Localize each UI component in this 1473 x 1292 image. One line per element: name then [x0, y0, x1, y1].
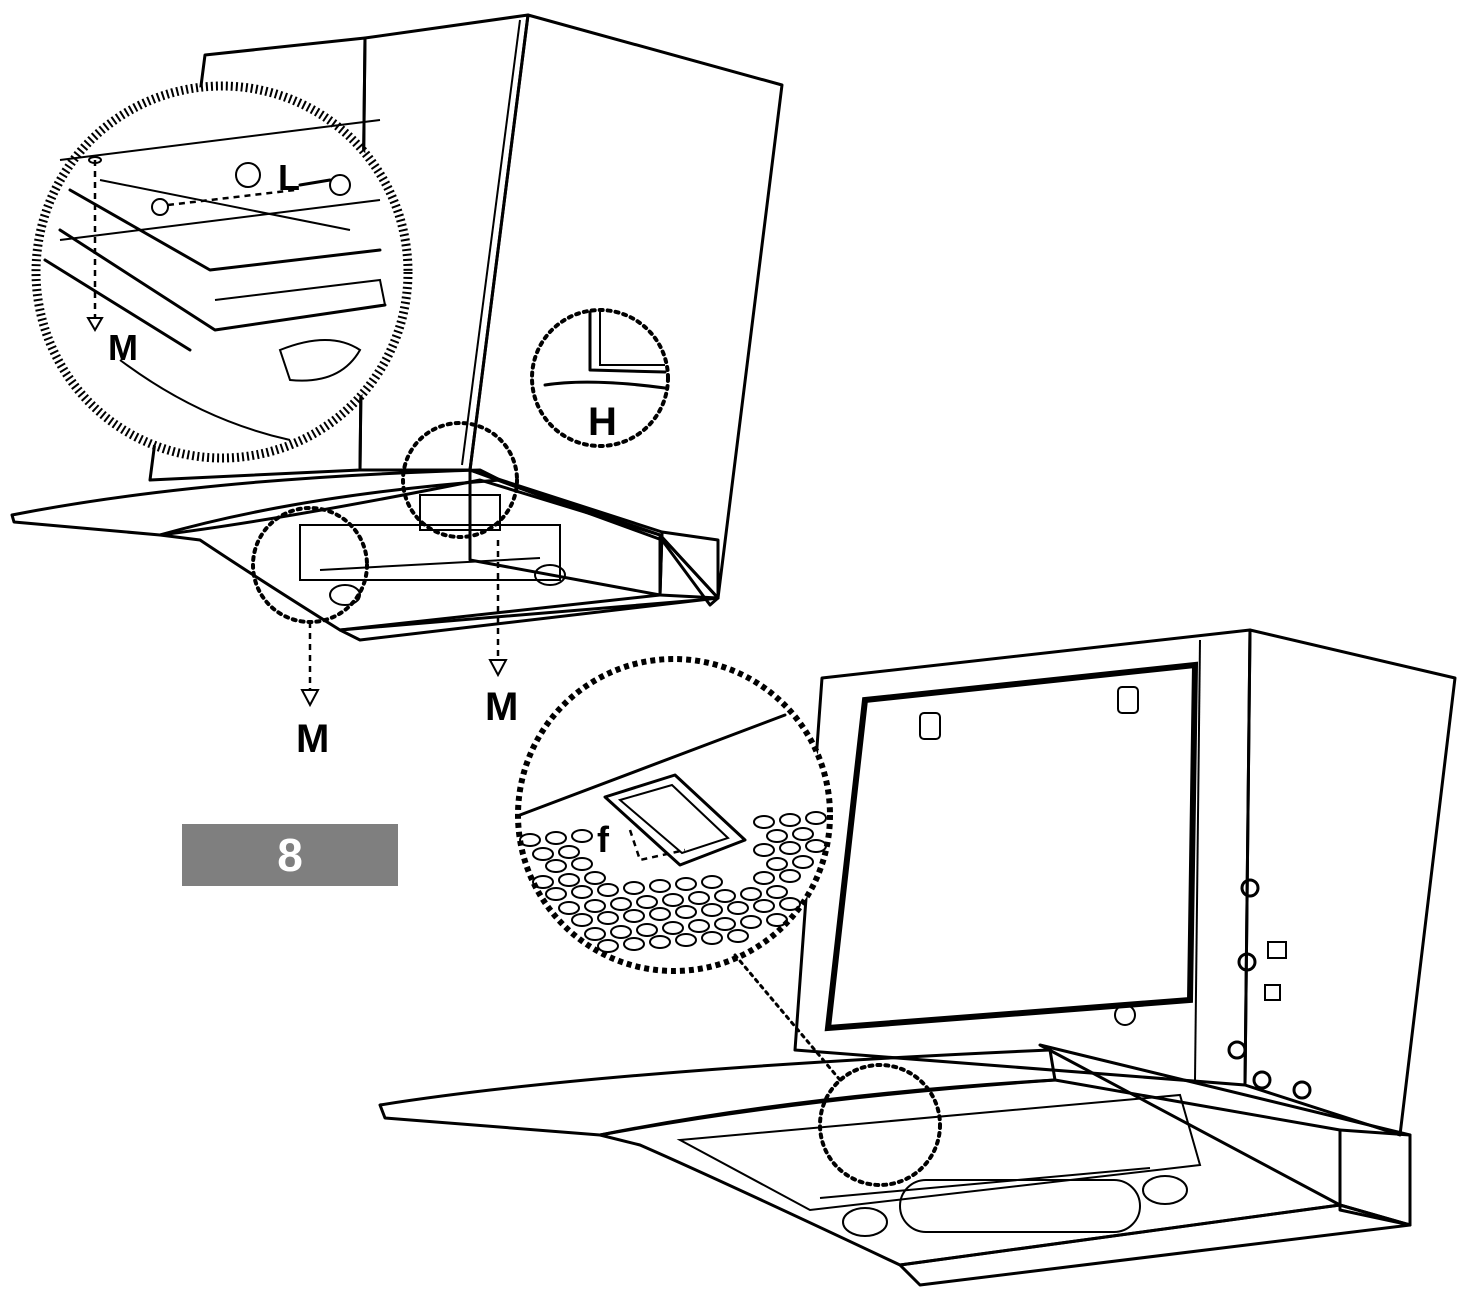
- filter-hole: [779, 813, 801, 827]
- hood-side-panel: [468, 13, 784, 600]
- clip-f-icon: [603, 773, 747, 867]
- filter-hole: [649, 907, 671, 921]
- filter-hole: [532, 875, 554, 889]
- filter-hole: [558, 845, 580, 859]
- filter-hole: [766, 857, 788, 871]
- filter-hole: [584, 899, 606, 913]
- filter-hole: [532, 847, 554, 861]
- filter-hole: [688, 891, 710, 905]
- filter-hole: [662, 921, 684, 935]
- filter-hole: [584, 871, 606, 885]
- label-screw-m-right: M: [485, 685, 518, 729]
- filter-hole: [805, 811, 827, 825]
- filter-hole: [701, 903, 723, 917]
- hood-side-body: [1243, 628, 1457, 1137]
- filter-hole: [623, 937, 645, 951]
- filter-hole: [675, 933, 697, 947]
- upper-hood: [10, 13, 784, 642]
- step-number: 8: [277, 829, 303, 881]
- filter-hole: [714, 889, 736, 903]
- filter-hole: [792, 855, 814, 869]
- filter-holes: [519, 811, 827, 953]
- label-screw-l: L: [278, 157, 300, 198]
- filter-hole: [584, 927, 606, 941]
- filter-hole: [636, 895, 658, 909]
- filter-hole: [714, 917, 736, 931]
- detail-circle-clip-f: [515, 656, 833, 974]
- filter-hole: [779, 869, 801, 883]
- canopy-glass-upper: [10, 468, 502, 537]
- filter-hole: [766, 829, 788, 843]
- filter-hole: [571, 857, 593, 871]
- filter-hole: [597, 883, 619, 897]
- filter-hole: [805, 839, 827, 853]
- filter-hole: [571, 829, 593, 843]
- filter-hole: [610, 897, 632, 911]
- filter-hole: [792, 827, 814, 841]
- filter-hole: [675, 905, 697, 919]
- screw-m-right-icon: [488, 659, 508, 678]
- filter-hole: [649, 935, 671, 949]
- label-detail-h: H: [588, 400, 617, 444]
- filter-hole: [571, 913, 593, 927]
- filter-hole: [519, 833, 541, 847]
- filter-hole: [727, 929, 749, 943]
- filter-hole: [740, 915, 762, 929]
- filter-hole: [753, 899, 775, 913]
- filter-hole: [688, 919, 710, 933]
- filter-hole: [545, 831, 567, 845]
- filter-hole: [571, 885, 593, 899]
- filter-hole: [623, 881, 645, 895]
- detail-circle-screw-l: [31, 81, 413, 463]
- filter-hole: [636, 923, 658, 937]
- filter-hole: [753, 815, 775, 829]
- filter-hole: [766, 885, 788, 899]
- filter-hole: [597, 939, 619, 953]
- filter-hole: [545, 859, 567, 873]
- lower-hood: [378, 628, 1457, 1287]
- detail-circle-h: [530, 308, 670, 448]
- filter-hole: [753, 843, 775, 857]
- filter-hole: [558, 901, 580, 915]
- filter-hole: [753, 871, 775, 885]
- filter-hole: [740, 887, 762, 901]
- filter-hole: [545, 887, 567, 901]
- filter-hole: [779, 841, 801, 855]
- filter-hole: [662, 893, 684, 907]
- filter-hole: [701, 931, 723, 945]
- label-clip-f: f: [597, 819, 610, 860]
- filter-hole: [701, 875, 723, 889]
- step-badge: 8: [182, 824, 398, 886]
- filter-hole: [675, 877, 697, 891]
- filter-hole: [649, 879, 671, 893]
- filter-hole: [766, 913, 788, 927]
- label-screw-m-left: M: [296, 717, 329, 761]
- filter-hole: [558, 873, 580, 887]
- filter-hole: [727, 901, 749, 915]
- detail-marker-right: [401, 421, 519, 539]
- filter-hole: [779, 897, 801, 911]
- screw-m-left-icon: [300, 689, 320, 708]
- label-screw-m-detail: M: [108, 327, 138, 368]
- filter-hole: [597, 911, 619, 925]
- filter-hole: [610, 925, 632, 939]
- filter-hole: [623, 909, 645, 923]
- filter-panel: [824, 661, 1199, 1032]
- detail-marker-lower: [818, 1063, 942, 1187]
